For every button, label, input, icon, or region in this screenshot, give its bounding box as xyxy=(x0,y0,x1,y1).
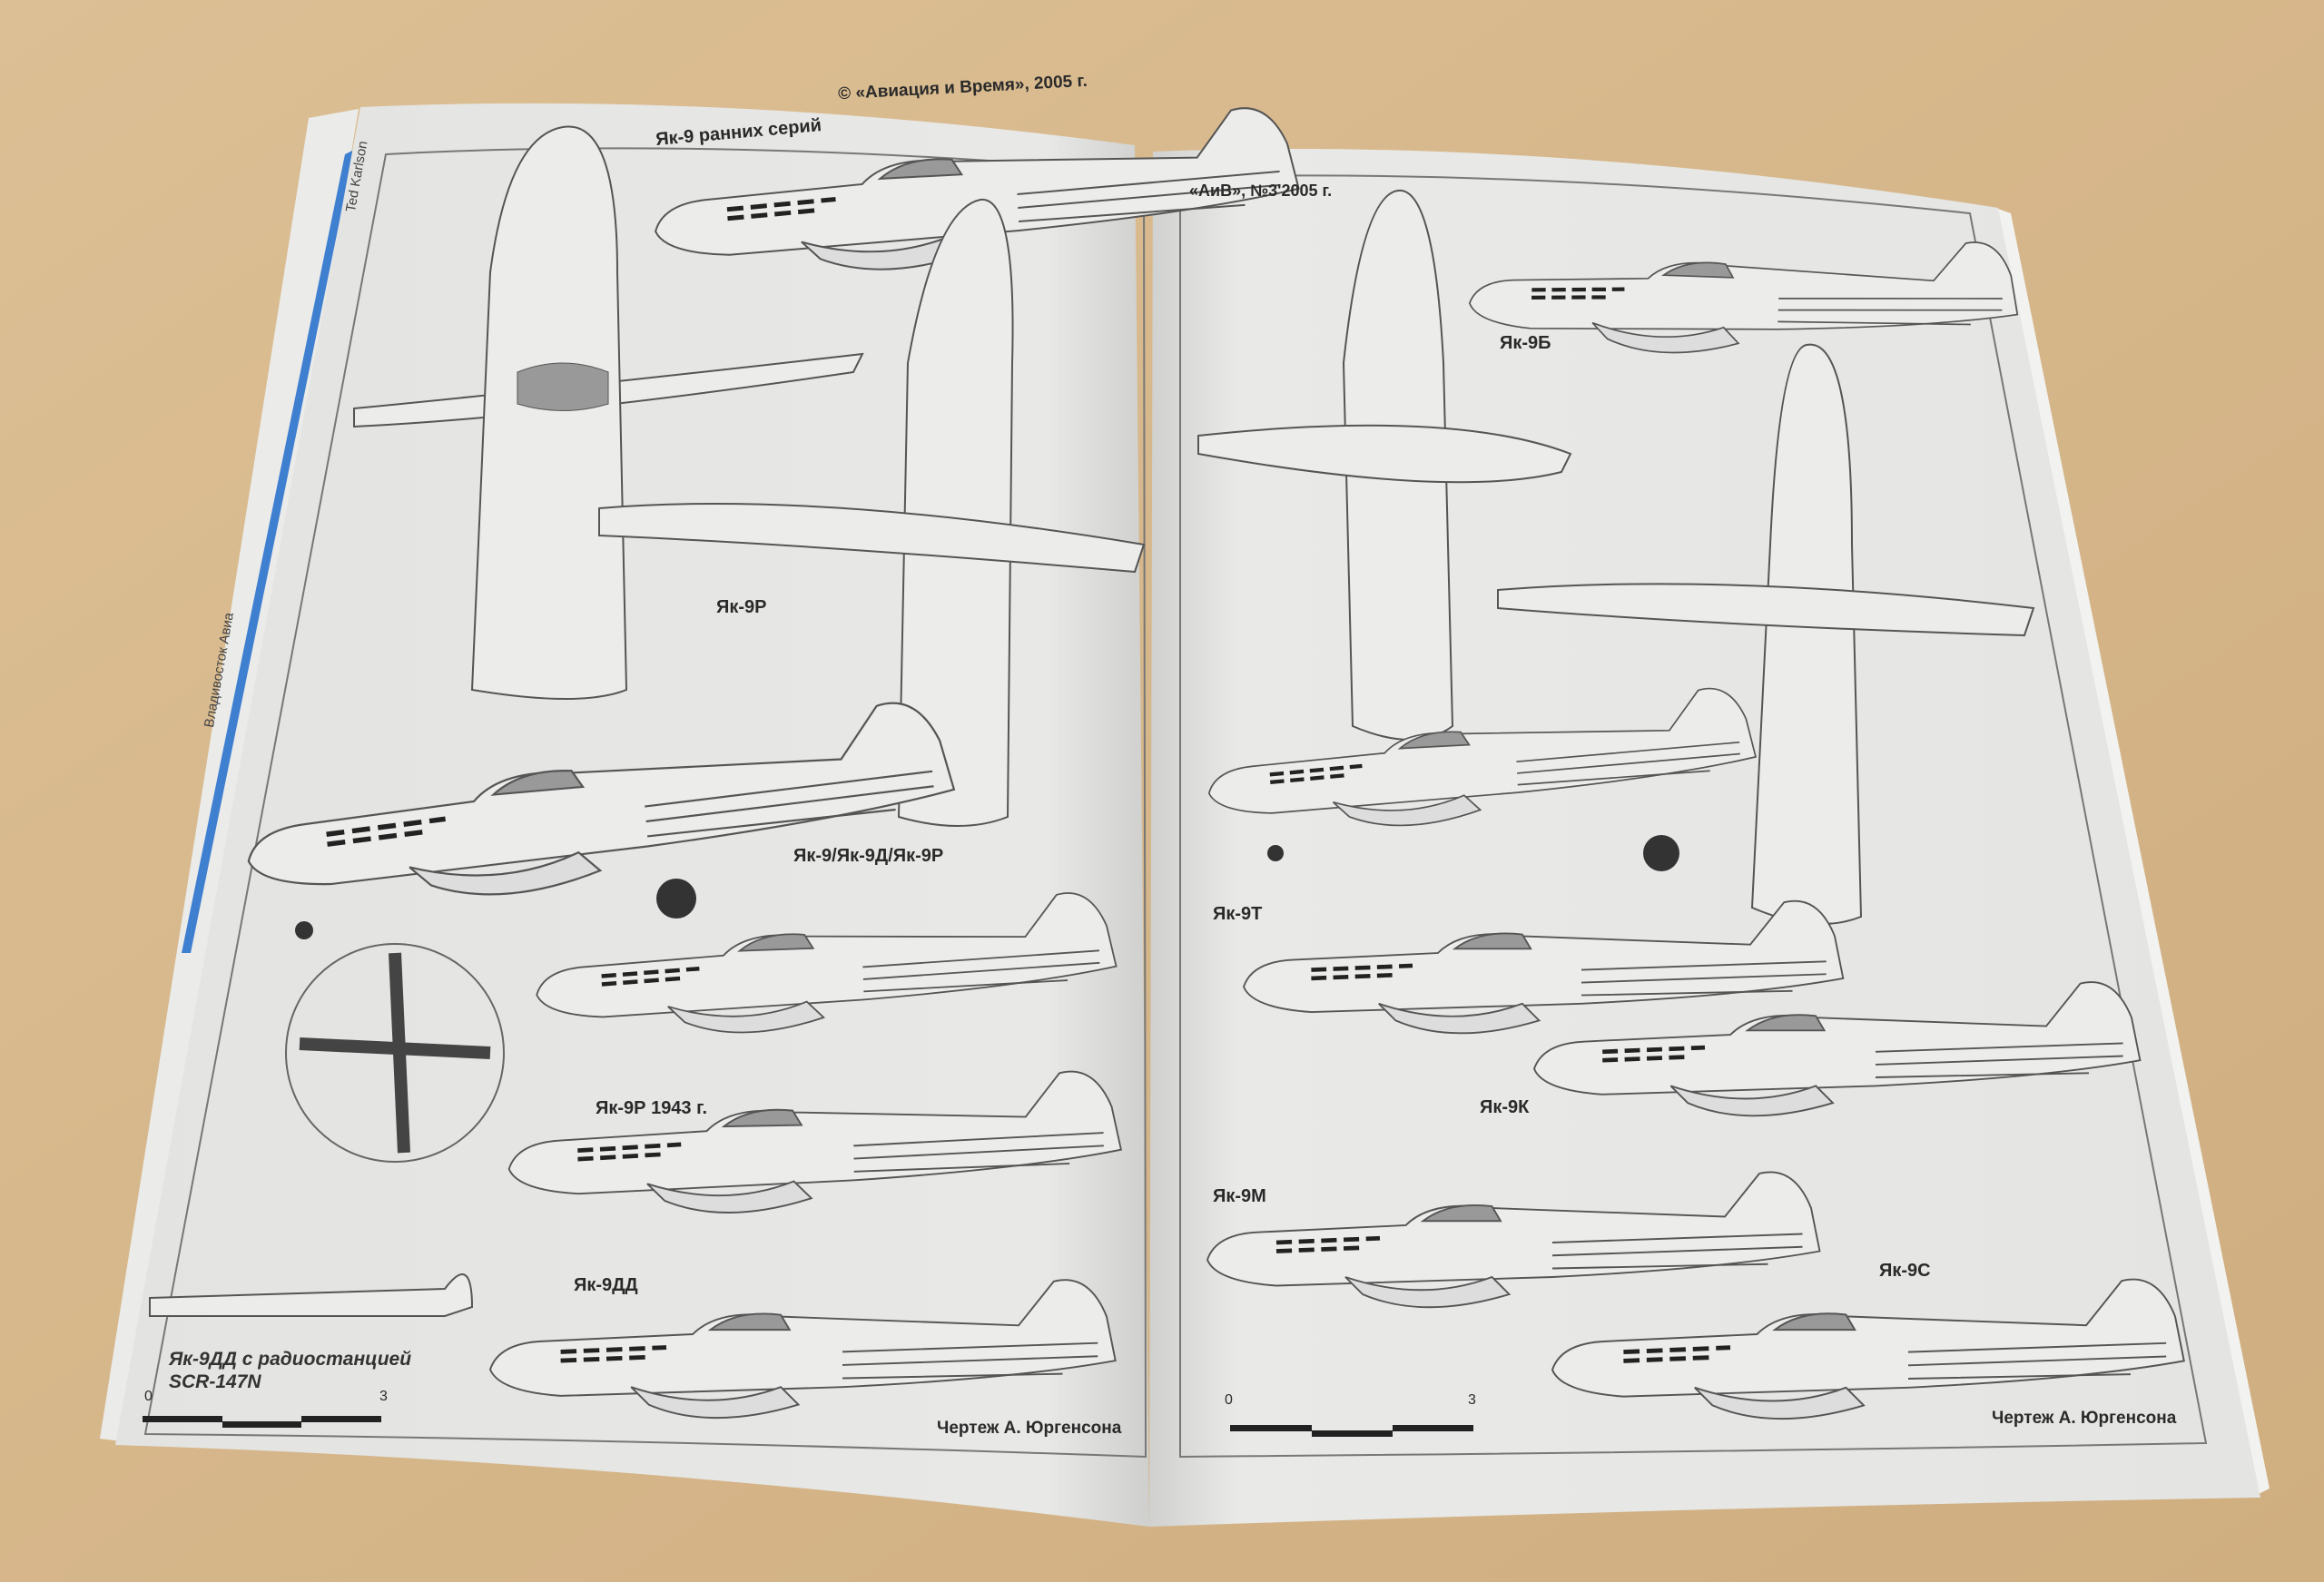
caption-scr147n: SCR-147N xyxy=(169,1371,261,1392)
label-yak9r-1943: Як-9Р 1943 г. xyxy=(596,1098,707,1118)
label-yak9s: Як-9С xyxy=(1879,1261,1931,1281)
issue-header: «АиВ», №3'2005 г. xyxy=(1189,182,1333,200)
scale-end: 3 xyxy=(379,1389,388,1404)
label-yak9k: Як-9К xyxy=(1480,1097,1530,1117)
label-yak9m: Як-9М xyxy=(1213,1186,1266,1206)
scale-start: 0 xyxy=(144,1389,153,1404)
scale-start-right: 0 xyxy=(1225,1392,1233,1408)
label-yak9dd: Як-9ДД xyxy=(574,1275,638,1295)
caption-yak9dd-radio: Як-9ДД с радиостанцией xyxy=(169,1349,412,1370)
label-yak9r: Як-9Р xyxy=(716,597,767,617)
drawing-credit-left: Чертеж А. Юргенсона xyxy=(937,1419,1122,1438)
drawing-credit-right: Чертеж А. Юргенсона xyxy=(1992,1409,2177,1428)
label-yak9b: Як-9Б xyxy=(1500,333,1551,353)
scale-end-right: 3 xyxy=(1468,1392,1476,1408)
label-yak9-9d-9r: Як-9/Як-9Д/Як-9Р xyxy=(793,846,944,866)
label-yak9t: Як-9Т xyxy=(1213,904,1263,924)
